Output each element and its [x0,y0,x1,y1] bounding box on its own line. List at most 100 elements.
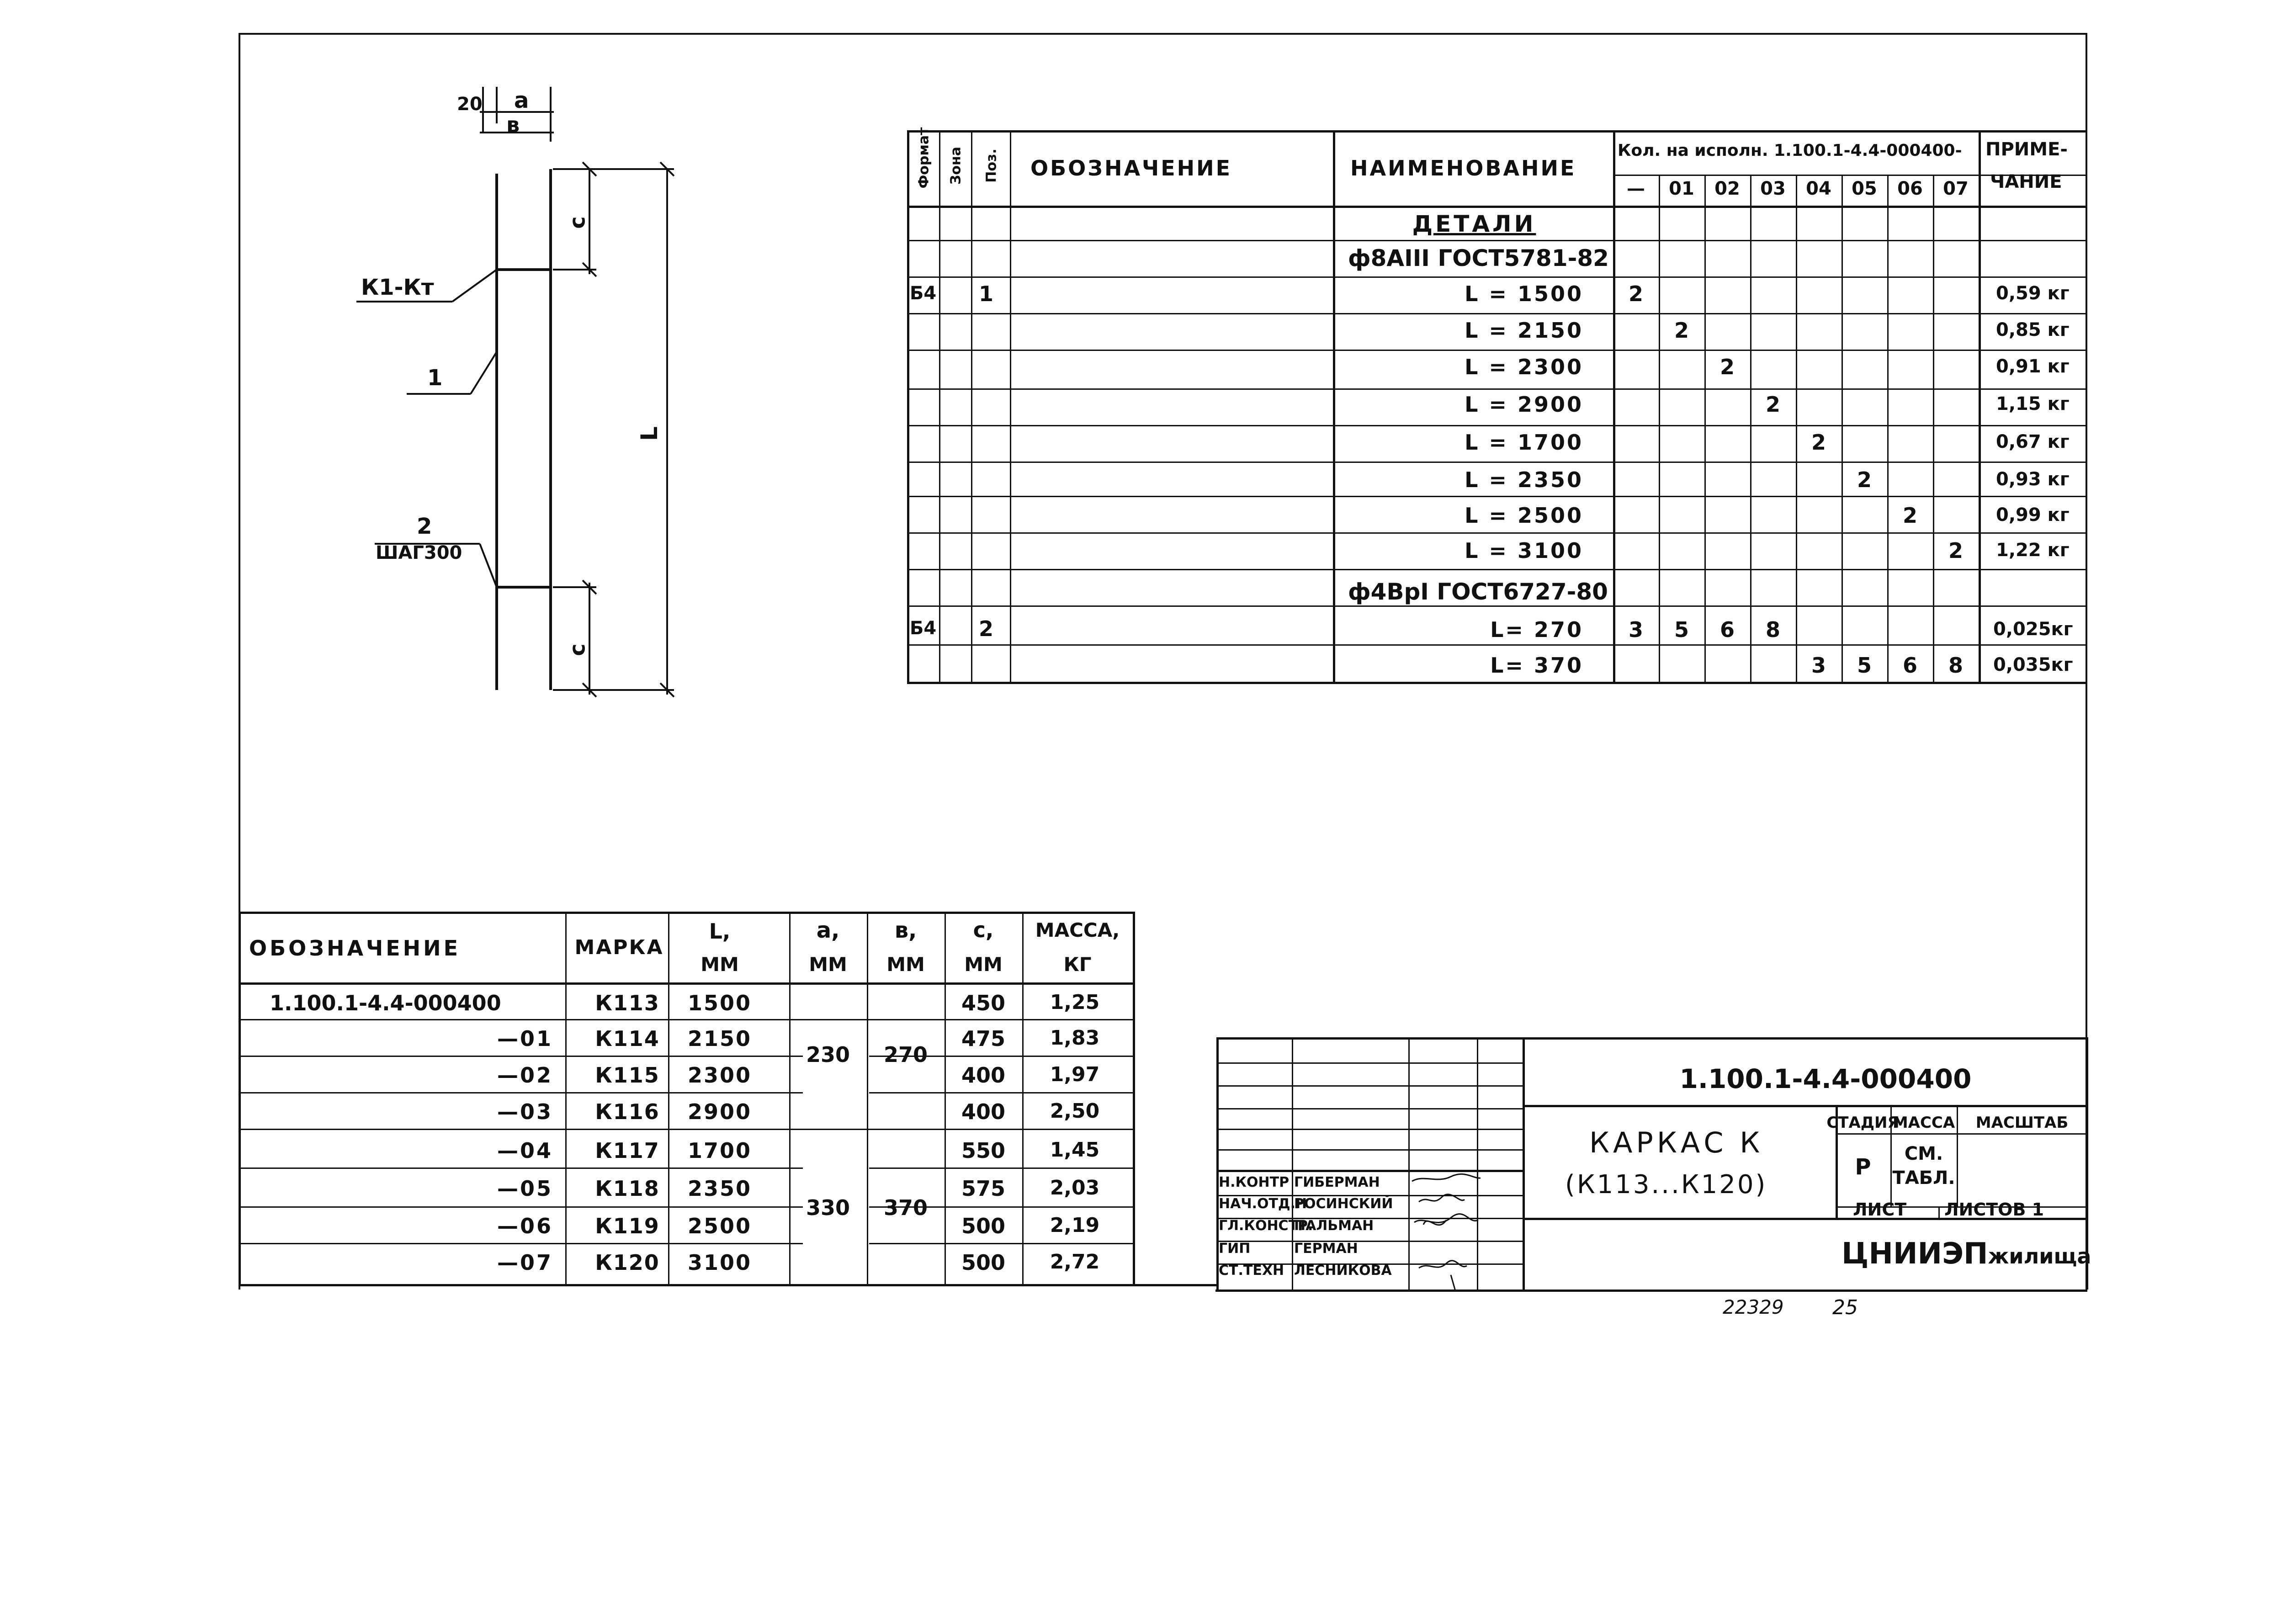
spec-row-note: 0,59 кг [1996,283,2070,304]
marks-header-b-unit: мм [886,953,925,976]
marks-row-mark: К115 [595,1063,660,1088]
frame-bottom-line [239,1284,1216,1286]
marks-row-mark: К119 [595,1214,660,1238]
spec-material-1: ф8АIII ГОСТ5781-82 [1348,245,1609,271]
title-line-2: (К113...К120) [1565,1170,1767,1199]
spec-header-note-1: Приме- [1985,139,2068,160]
marks-row-c: 400 [961,1063,1006,1088]
signature-role: Гл.констр. [1219,1218,1313,1234]
spec-row-qty: 5 [1857,653,1872,678]
signature-role: ГИП [1219,1241,1251,1257]
org-name: ЦНИИЭПжилища [1842,1237,2091,1271]
marks-row-c: 550 [961,1138,1006,1163]
marks-row-mass: 2,72 [1050,1250,1100,1274]
spec-row-length: L = 2300 [1465,355,1583,379]
marks-a-group-2: 330 [806,1195,850,1220]
marks-row-mark: К116 [595,1099,660,1124]
spec-row-qty: 2 [1857,467,1872,492]
spec-row-qty: 2 [1719,355,1735,379]
spec-row-length: L = 2350 [1465,467,1583,492]
spec-header-zone: Зона [948,147,964,185]
marks-row-c: 575 [961,1176,1006,1201]
leader-label-k1: К1-Кт [361,275,434,300]
mass-label: Масса [1892,1114,1955,1132]
spec-row-qty: 8 [1948,653,1964,678]
marks-table [239,912,1135,1284]
marks-row-L: 2900 [687,1099,752,1124]
leader-label-pos1: 1 [427,365,443,391]
title-line-1: Каркас К [1589,1126,1764,1159]
marks-header-c-unit: мм [964,953,1003,976]
spec-row-length: L = 2150 [1465,318,1583,343]
page-number: 25 [1832,1296,1858,1319]
marks-a-group-1: 230 [806,1042,850,1067]
leader-label-pos2: 2 [417,514,432,539]
spec-row-note: 0,99 кг [1996,504,2070,525]
sketch-svg [356,87,675,698]
marks-header-mass-unit: кг [1063,953,1092,976]
spec-header-pos: Поз. [983,149,1000,183]
marks-b-group-2: 370 [883,1195,928,1220]
marks-row-mass: 2,03 [1050,1176,1100,1199]
spec-qty-col-header: 05 [1852,178,1877,199]
spec-row-length: L= 370 [1490,653,1583,678]
marks-row-L: 2150 [687,1026,752,1051]
spec-row-qty: 5 [1674,617,1689,642]
signature-role: Н.контр [1219,1174,1290,1190]
spec-row-qty: 6 [1719,617,1735,642]
dim-20-label: 20 [457,94,483,115]
dim-a-label: a [514,88,529,113]
marks-row-mass: 1,97 [1050,1063,1100,1086]
spec-row-qty: 3 [1628,617,1644,642]
marks-row-mass: 2,50 [1050,1099,1100,1123]
doc-number: 1.100.1-4.4-000400 [1679,1063,1972,1094]
drawing-frame [239,33,2087,1290]
scale-label: Масштаб [1975,1114,2069,1132]
marks-row-L: 2350 [687,1176,752,1201]
spec-row-note: 0,67 кг [1996,431,2070,452]
spec-header-qty-group: Кол. на исполн. 1.100.1-4.4-000400- [1618,141,1962,160]
dim-L-label: L [636,426,663,441]
spec-row-length: L = 3100 [1465,538,1583,563]
marks-row-mass: 1,25 [1050,991,1100,1014]
marks-row-designation: —03 [497,1099,553,1124]
spec-row-qty: 2 [1948,538,1964,563]
signature-name: Гиберман [1294,1174,1380,1190]
marks-row-mark: К113 [595,991,660,1015]
spec-row-note: 1,15 кг [1996,393,2070,414]
marks-header-mass: Масса, [1035,919,1120,941]
spec-format-1: Б4 [909,283,937,304]
spec-row-note: 0,91 кг [1996,356,2070,377]
marks-row-designation: —01 [497,1026,553,1051]
stage-label: Стадия [1826,1114,1900,1132]
signature-name: Лесникова [1294,1263,1392,1279]
spec-row-length: L = 1700 [1465,430,1583,455]
spec-header-designation: Обозначение [1030,156,1232,180]
marks-row-L: 2300 [687,1063,752,1088]
spec-table [907,130,2087,684]
signature-role: Нач.отд.н [1219,1196,1307,1212]
marks-header-b: в, [894,918,917,943]
spec-qty-col-header: 04 [1806,178,1831,199]
marks-row-mark: К118 [595,1176,660,1201]
marks-header-c: с, [973,918,994,942]
spec-header-format: Формат [916,127,932,189]
spec-row-length: L= 270 [1490,617,1583,642]
marks-row-c: 475 [961,1026,1006,1051]
marks-row-designation: —05 [497,1176,553,1201]
title-block [1216,1037,2088,1290]
spec-material-2: ф4ВрI ГОСТ6727-80 [1348,578,1608,605]
marks-row-mark: К117 [595,1138,660,1163]
spec-row-note: 0,035кг [1993,654,2073,675]
sheets-label: Листов 1 [1944,1199,2044,1220]
marks-row-mass: 1,83 [1050,1026,1100,1050]
spec-row-length: L = 2500 [1465,503,1583,528]
spec-pos-2: 2 [978,616,994,641]
marks-row-designation: —06 [497,1214,553,1238]
spec-qty-col-header: 02 [1714,178,1740,199]
marks-row-L: 3100 [687,1250,752,1275]
frame-bottom-line-right [1215,1290,2087,1292]
spec-row-note: 0,93 кг [1996,469,2070,490]
spec-header-name: Наименование [1350,156,1576,180]
marks-header-a: a, [816,918,840,943]
